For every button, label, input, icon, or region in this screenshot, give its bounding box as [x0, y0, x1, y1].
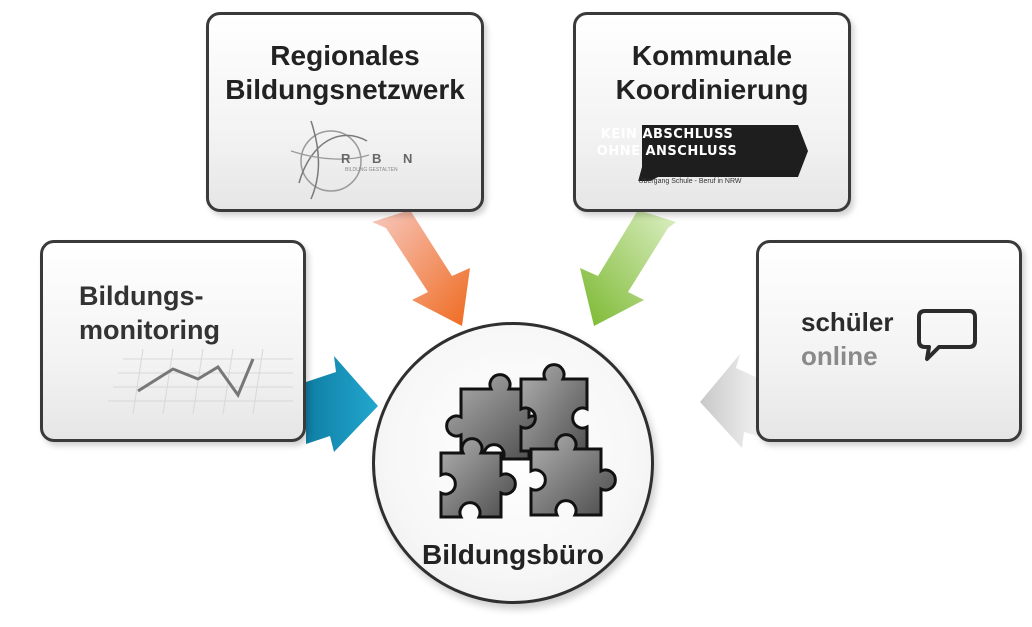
title-line: Koordinierung: [615, 74, 809, 105]
badge-line-2: OHNE ANSCHLUSS: [596, 144, 738, 159]
title-line: monitoring: [79, 315, 220, 345]
title-line: Regionales: [270, 40, 420, 71]
node-municipal-coordination: Kommunale Koordinierung KEIN ABSCHLUSS O…: [573, 12, 851, 212]
badge-line-1: KEIN ABSCHLUSS: [600, 127, 734, 142]
rbn-logo-letters: R B N: [341, 151, 422, 166]
center-node-bildungsbuero: Bildungsbüro: [372, 322, 654, 604]
arrow-regional-network: [372, 210, 470, 326]
schueler-online-line-2: online: [801, 341, 878, 371]
center-label: Bildungsbüro: [422, 539, 604, 570]
speech-bubble-icon: [917, 309, 977, 361]
line-chart-icon: [108, 348, 293, 415]
title-line: Kommunale: [631, 40, 793, 71]
node-title-monitoring: Bildungs- monitoring: [79, 279, 220, 347]
node-monitoring: Bildungs- monitoring: [40, 240, 306, 442]
node-title-regional-network: Regionales Bildungsnetzwerk: [209, 39, 481, 107]
node-schueler-online: schüler online: [756, 240, 1022, 442]
node-regional-network: Regionales Bildungsnetzwerk R B N BILDUN…: [206, 12, 484, 212]
title-line: Bildungs-: [79, 281, 204, 311]
arrow-schueler-online: [700, 354, 758, 448]
rbn-logo-subtitle: BILDUNG GESTALTEN: [345, 167, 398, 173]
rbn-logo-icon: [290, 120, 370, 200]
schueler-online-line-1: schüler: [801, 307, 894, 337]
arrow-monitoring: [306, 356, 378, 452]
node-title-municipal-coordination: Kommunale Koordinierung: [576, 39, 848, 107]
badge-subtitle: Übergang Schule - Beruf in NRW: [638, 178, 742, 185]
kein-abschluss-badge-icon: [638, 125, 808, 181]
arrow-municipal-coordination: [580, 210, 676, 326]
title-line: Bildungsnetzwerk: [225, 74, 465, 105]
puzzle-pieces-icon: [439, 363, 617, 519]
